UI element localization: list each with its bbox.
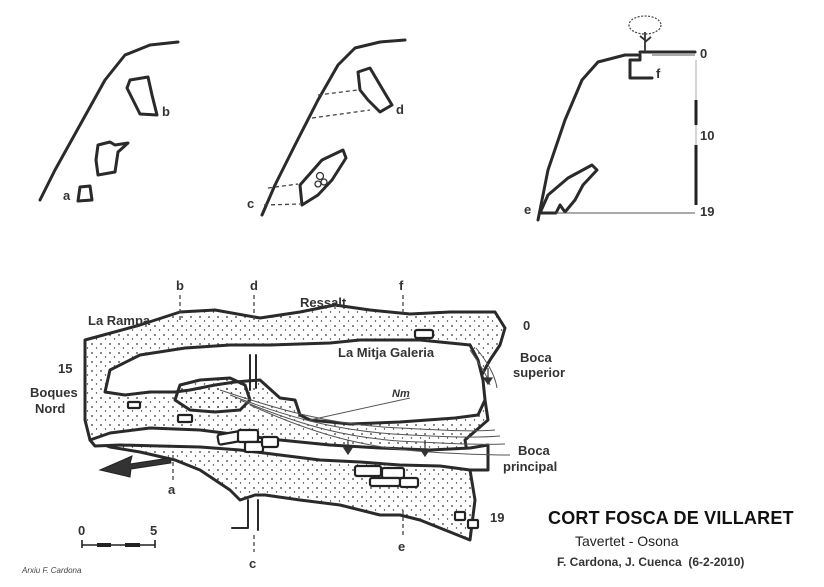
plan-section-a: a xyxy=(168,482,176,497)
boca-principal-label-1: Boca xyxy=(518,443,551,458)
boca-superior-label-1: Boca xyxy=(520,350,553,365)
scale-end-label: 5 xyxy=(150,523,157,538)
passage-e-outline xyxy=(538,163,599,215)
depth-scale: 0 10 19 xyxy=(694,46,714,219)
passage-d-outline xyxy=(356,66,394,114)
section-c-label: c xyxy=(247,196,254,211)
flow-lines xyxy=(219,347,511,456)
boques-nord-label-2: Nord xyxy=(35,401,65,416)
north-label: Nm xyxy=(392,388,410,400)
plan-section-f: f xyxy=(399,278,404,293)
passage-mid-outline xyxy=(94,140,130,177)
cave-plan: Nm b d f a c e La Rampa Ressalt La Mitja… xyxy=(30,278,565,571)
cross-section-a-b: b a xyxy=(38,40,180,203)
plan-section-b: b xyxy=(176,278,184,293)
boulders xyxy=(126,328,480,530)
section-d-label: d xyxy=(396,102,404,117)
depth-mid-label: 10 xyxy=(700,128,714,143)
cross-section-c-d: d c xyxy=(247,38,407,217)
drawing-title: CORT FOSCA DE VILLARET xyxy=(548,508,794,528)
drawing-authors: F. Cardona, J. Cuenca (6-2-2010) xyxy=(557,555,745,569)
entrance-arrow-icon xyxy=(98,455,172,478)
section-b-label: b xyxy=(162,104,170,119)
section-a-label: a xyxy=(63,188,71,203)
section-f-label: f xyxy=(656,66,661,81)
section-lines xyxy=(172,295,404,552)
boques-nord-label-1: Boques xyxy=(30,385,78,400)
mitja-galeria-label: La Mitja Galeria xyxy=(338,345,435,360)
level-15-label: 15 xyxy=(58,361,72,376)
drawing-subtitle: Tavertet - Osona xyxy=(575,533,679,549)
plan-rock-band xyxy=(83,303,507,542)
plan-section-e: e xyxy=(398,539,405,554)
archive-credit: Arxiu F. Cardona xyxy=(22,566,82,575)
boca-superior-label-2: superior xyxy=(513,365,565,380)
ressalt-label: Ressalt xyxy=(300,295,347,310)
plan-section-c: c xyxy=(249,556,256,571)
tree-icon xyxy=(628,15,662,52)
depth-bottom-label: 19 xyxy=(700,204,714,219)
flow-arrows xyxy=(342,368,494,458)
la-rampa-label: La Rampa xyxy=(88,313,151,328)
cross-section-e-f: 0 10 19 f e xyxy=(524,15,714,222)
section-e-label: e xyxy=(524,202,531,217)
scale-start-label: 0 xyxy=(78,523,85,538)
level-0-label: 0 xyxy=(523,318,530,333)
boca-principal-label-2: principal xyxy=(503,459,557,474)
passage-b-outline xyxy=(125,75,159,117)
passage-a-outline xyxy=(76,184,94,203)
passage-c-outline xyxy=(298,148,348,207)
scale-bar: 0 5 xyxy=(78,523,157,548)
level-19-label: 19 xyxy=(490,510,504,525)
north-line xyxy=(309,397,411,421)
plan-section-d: d xyxy=(250,278,258,293)
depth-top-label: 0 xyxy=(700,46,707,61)
